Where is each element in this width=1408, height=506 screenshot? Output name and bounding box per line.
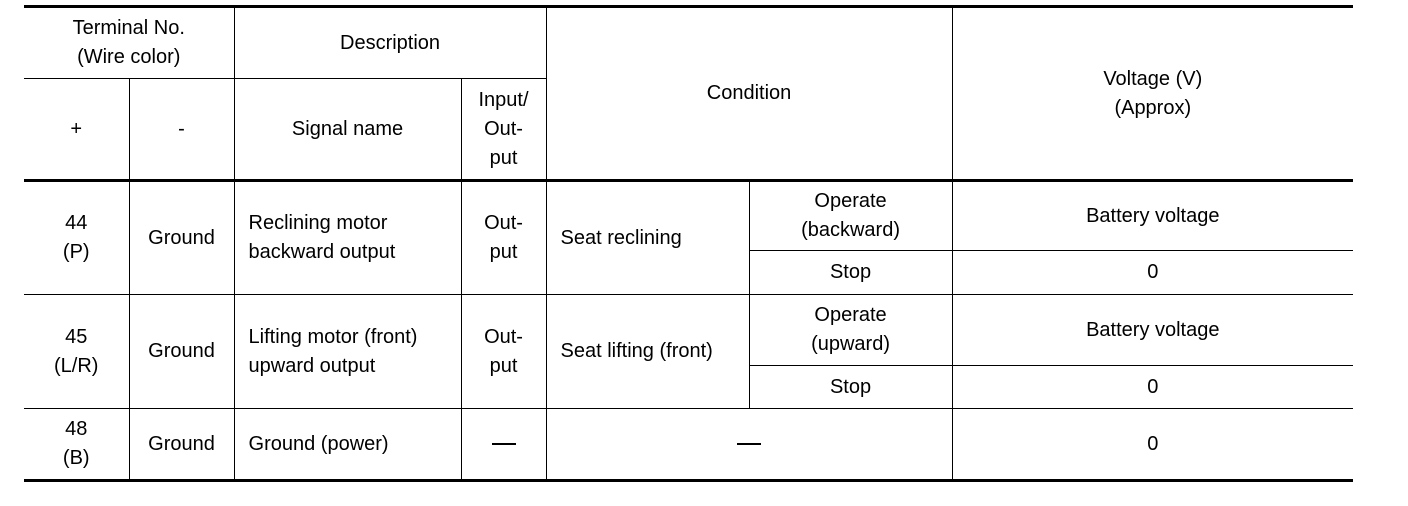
voltage-value: 0 [951,365,1354,409]
voltage-value: Battery voltage [951,179,1354,251]
header-condition: Condition [545,5,953,181]
terminal-plus: 48 (B) [24,408,130,482]
terminal-plus: 44 (P) [24,179,130,295]
table-row: 44 (P) Ground Reclining motor backward o… [24,179,1354,295]
condition-state: Operate (backward) [748,179,953,251]
voltage-value: 0 [951,408,1354,482]
terminal-table-container: Terminal No. (Wire color) Description Co… [24,5,1354,482]
header-signal-name: Signal name [233,78,462,181]
signal-name: Ground (power) [233,408,462,482]
signal-name: Reclining motor backward output [233,179,462,295]
voltage-value: 0 [951,250,1354,295]
signal-name: Lifting motor (front) upward output [233,294,462,409]
terminal-plus: 45 (L/R) [24,294,130,409]
em-dash-icon [491,442,516,446]
em-dash-icon [737,442,762,446]
condition-state: Stop [749,250,953,295]
condition: Seat lifting (front) [545,294,750,409]
header-row-1: Terminal No. (Wire color) Description Co… [24,5,1354,181]
header-voltage: Voltage (V) (Approx) [951,5,1354,181]
terminal-minus: Ground [128,179,235,295]
terminal-minus: Ground [128,408,235,482]
header-minus: - [128,78,235,181]
terminal-minus: Ground [128,294,235,409]
input-output: Out- put [460,179,547,295]
voltage-value: Battery voltage [951,294,1354,366]
header-row-2: + - Signal name Input/ Out- put [24,78,1353,181]
header-terminal-no: Terminal No. (Wire color) [24,5,235,79]
condition-state: Operate (upward) [748,294,953,366]
table-row: Stop 0 [24,365,1354,409]
header-description: Description [233,5,547,79]
table-row: 48 (B) Ground Ground (power) 0 [24,408,1354,482]
header-input-output: Input/ Out- put [460,78,547,181]
terminal-table: Terminal No. (Wire color) Description Co… [24,5,1354,482]
condition-state: Stop [749,365,953,409]
condition: Seat reclining [545,179,750,295]
table-row: 45 (L/R) Ground Lifting motor (front) up… [24,294,1354,409]
input-output [460,408,547,482]
input-output: Out- put [460,294,547,409]
condition [545,408,953,482]
header-plus: + [24,78,130,181]
